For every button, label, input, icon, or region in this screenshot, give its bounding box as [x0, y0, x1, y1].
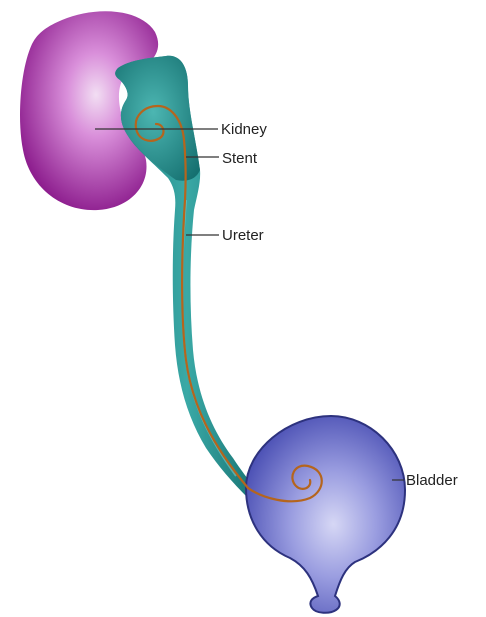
ureter-label: Ureter	[222, 227, 264, 245]
bladder-shape	[246, 416, 405, 613]
stent-label: Stent	[222, 150, 257, 168]
bladder-label: Bladder	[406, 472, 458, 490]
kidney-label: Kidney	[221, 121, 267, 139]
